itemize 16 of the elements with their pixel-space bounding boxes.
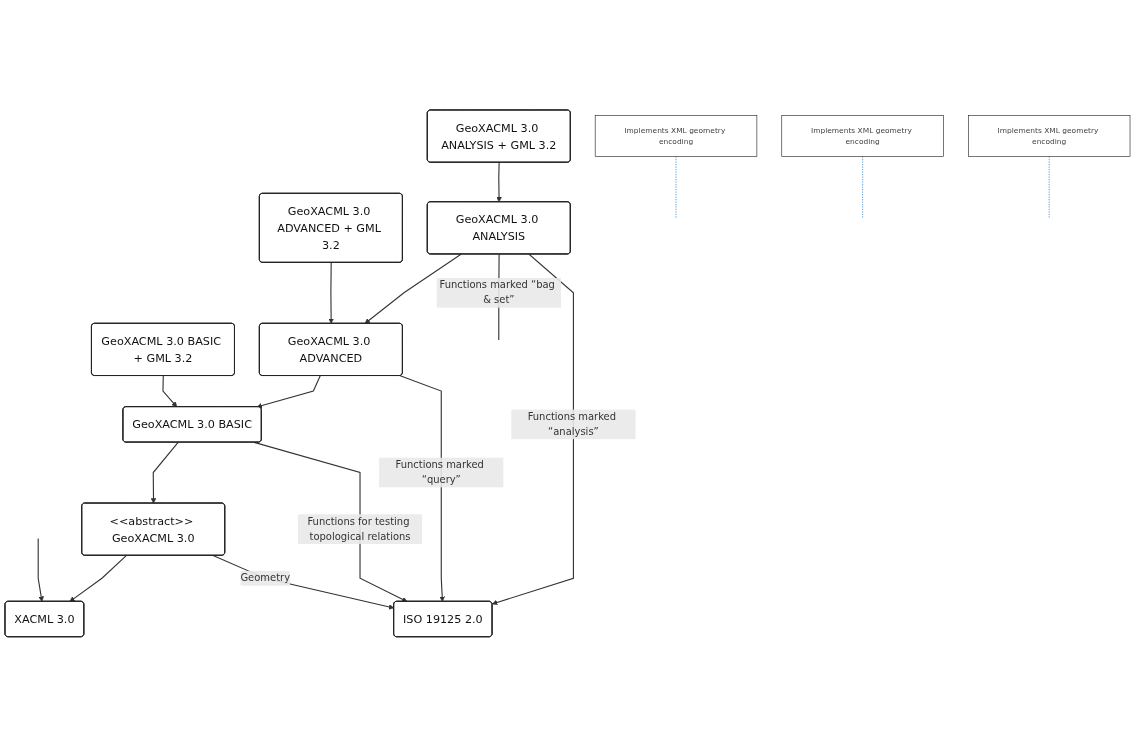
arrow	[162, 374, 178, 407]
arrow	[212, 554, 395, 610]
edge-label: Functions for testing topological relations	[307, 515, 411, 542]
arrow	[37, 537, 44, 602]
arrow	[496, 161, 502, 202]
arrow	[364, 253, 462, 324]
edge-label: Functions marked “query”	[395, 458, 484, 486]
arrow	[256, 374, 321, 408]
arrow	[150, 441, 179, 504]
arrow	[253, 441, 408, 602]
edge-label: Functions marked “bag & set”	[439, 278, 555, 306]
edge-label: Geometry	[240, 571, 291, 584]
edge-label: Functions marked “analysis”	[527, 410, 617, 438]
arrow	[69, 554, 127, 602]
arrow	[328, 261, 334, 324]
arrow	[492, 253, 574, 605]
